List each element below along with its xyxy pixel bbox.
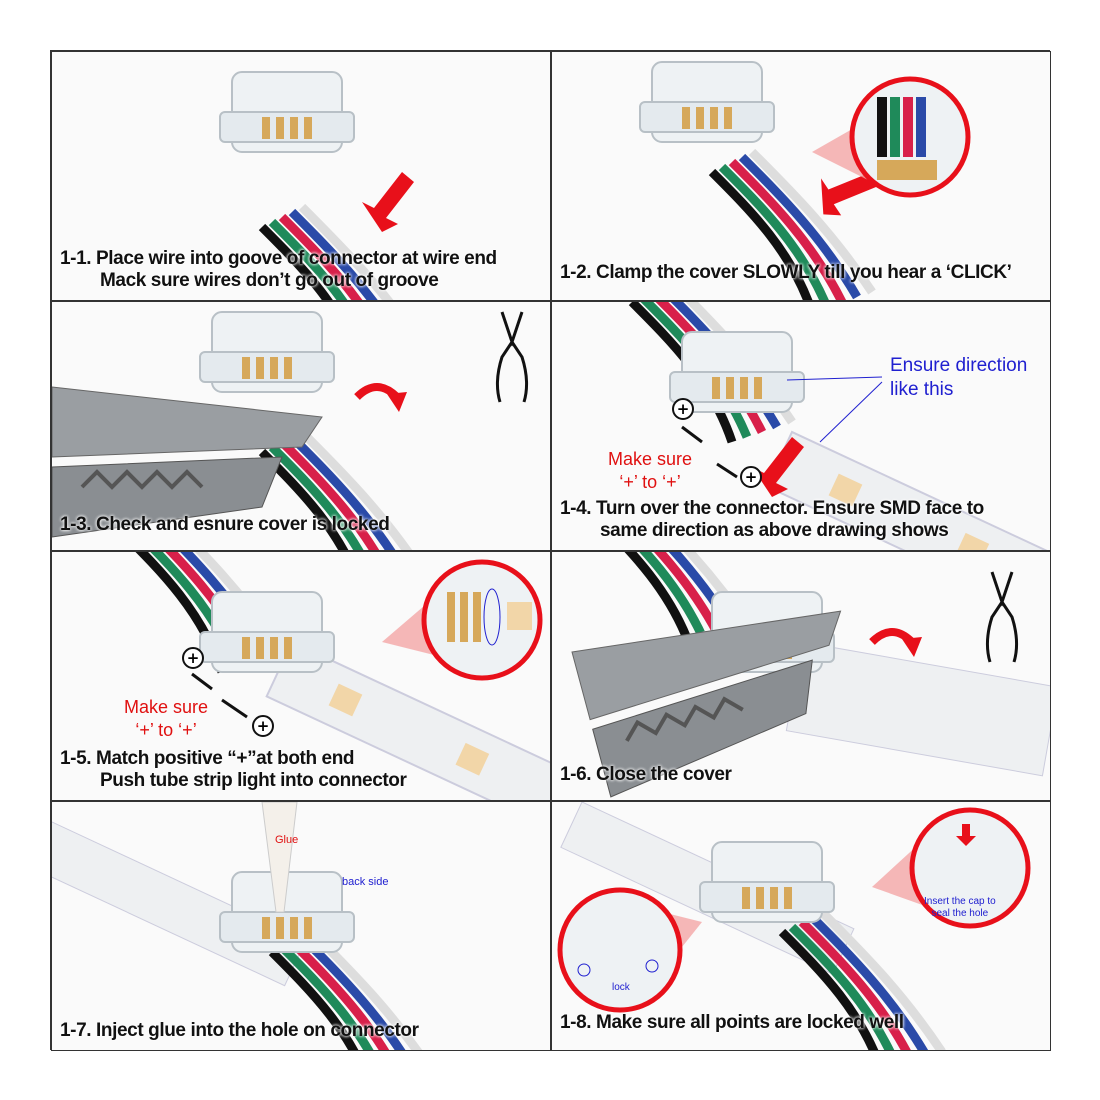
note-line-1: Insert the cap to	[924, 896, 996, 907]
step-1-7-caption: 1-7. Inject glue into the hole on connec…	[60, 1020, 419, 1042]
plus-icon: +	[740, 466, 762, 488]
rotate-arrow-icon	[357, 387, 407, 412]
note-line-1: Ensure direction	[890, 355, 1028, 376]
caption-line-1: 1-4. Turn over the connector. Ensure SMD…	[560, 498, 984, 519]
caption-line-1: 1-1. Place wire into goove of connector …	[60, 248, 497, 269]
pliers-icon	[985, 570, 1019, 664]
caption-line-1: 1-3. Check and esnure cover is locked	[60, 514, 390, 535]
note-line-1: Make sure	[124, 697, 209, 717]
step-1-7-illustration	[52, 802, 550, 1050]
step-1-2-panel: 1-2. Clamp the cover SLOWLY till you hea…	[551, 51, 1051, 301]
ensure-direction-note: Ensure direction like this	[890, 354, 1027, 402]
caption-line-1: 1-6. Close the cover	[560, 764, 732, 785]
step-1-1-caption: 1-1. Place wire into goove of connector …	[60, 248, 497, 292]
down-arrow-icon	[956, 824, 976, 846]
back-side-label: back side	[342, 876, 389, 888]
make-sure-note: Make sure ‘+’ to ‘+’	[124, 696, 208, 742]
note-line-1: Make sure	[608, 449, 693, 469]
step-1-2-illustration	[639, 61, 971, 300]
caption-line-1: 1-2. Clamp the cover SLOWLY till you hea…	[560, 262, 1012, 283]
zoom-circle	[557, 887, 683, 1013]
lock-label: lock	[612, 982, 630, 993]
step-1-3-illustration	[52, 310, 529, 550]
step-1-3-panel: 1-3. Check and esnure cover is locked	[51, 301, 551, 551]
plus-icon: +	[252, 715, 274, 737]
note-line-2: ‘+’ to ‘+’	[135, 720, 197, 740]
step-1-5-panel: + + Make sure ‘+’ to ‘+’ 1-5. Match posi…	[51, 551, 551, 801]
step-1-8-caption: 1-8. Make sure all points are locked wel…	[560, 1012, 904, 1034]
make-sure-note: Make sure ‘+’ to ‘+’	[608, 448, 692, 494]
zoom-circle	[909, 807, 1031, 929]
step-1-5-caption: 1-5. Match positive “+”at both end Push …	[60, 748, 407, 792]
step-1-8-panel: Insert the cap to seal the hole lock 1-8…	[551, 801, 1051, 1051]
caption-line-2: same direction as above drawing shows	[600, 520, 949, 541]
step-1-6-illustration	[570, 552, 1050, 799]
step-1-4-illustration	[552, 302, 1050, 550]
note-line-2: ‘+’ to ‘+’	[619, 472, 681, 492]
insert-cap-note: Insert the cap to seal the hole	[924, 896, 996, 920]
step-1-3-caption: 1-3. Check and esnure cover is locked	[60, 514, 390, 536]
step-1-6-panel: 1-6. Close the cover	[551, 551, 1051, 801]
pliers-icon	[495, 310, 529, 404]
step-1-4-panel: + + Ensure direction like this Make sure…	[551, 301, 1051, 551]
glue-tube	[261, 802, 298, 913]
step-1-2-caption: 1-2. Clamp the cover SLOWLY till you hea…	[560, 262, 1012, 284]
plus-icon: +	[672, 398, 694, 420]
note-line-2: like this	[890, 379, 954, 400]
caption-line-1: 1-5. Match positive “+”at both end	[60, 748, 355, 769]
step-1-5-illustration	[52, 552, 550, 800]
glue-label: Glue	[275, 834, 299, 846]
step-1-7-panel: Glue back side 1-7. Inject glue into the…	[51, 801, 551, 1051]
step-1-4-caption: 1-4. Turn over the connector. Ensure SMD…	[560, 498, 984, 542]
rotate-arrow-icon	[872, 632, 922, 657]
note-line-2: seal the hole	[931, 908, 989, 919]
instruction-grid: 1-1. Place wire into goove of connector …	[50, 50, 1051, 1051]
step-1-6-caption: 1-6. Close the cover	[560, 764, 732, 786]
caption-line-2: Mack sure wires don’t go out of groove	[100, 270, 439, 291]
step-1-8-illustration	[557, 802, 1031, 1050]
plus-icon: +	[182, 647, 204, 669]
zoom-circle	[421, 559, 543, 681]
caption-line-2: Push tube strip light into connector	[100, 770, 407, 791]
caption-line-1: 1-8. Make sure all points are locked wel…	[560, 1012, 904, 1033]
caption-line-1: 1-7. Inject glue into the hole on connec…	[60, 1020, 419, 1041]
step-1-1-panel: 1-1. Place wire into goove of connector …	[51, 51, 551, 301]
